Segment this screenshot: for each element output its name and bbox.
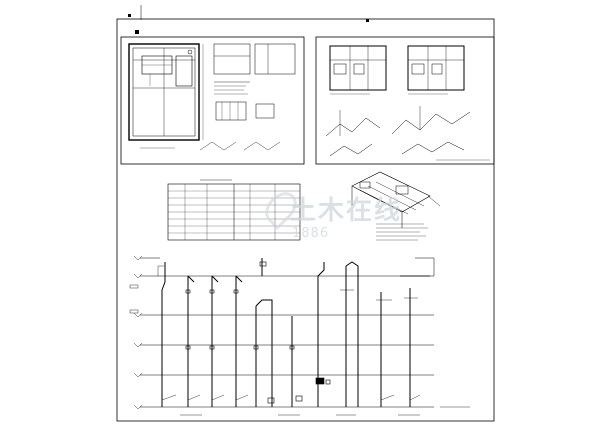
top-left-mark	[128, 14, 131, 17]
panel-toilet-plans	[315, 36, 495, 165]
sheet-border	[116, 18, 495, 422]
riser-fittings	[157, 261, 430, 404]
riser-floor-lines	[140, 257, 435, 408]
label-underlines	[180, 289, 470, 416]
legend-table	[167, 179, 301, 241]
elevation-markers	[129, 255, 143, 410]
riser-pipes	[161, 258, 411, 407]
panel-floor-plan	[120, 36, 305, 165]
isometric-detail	[351, 171, 441, 241]
top-right-mark	[366, 19, 369, 22]
